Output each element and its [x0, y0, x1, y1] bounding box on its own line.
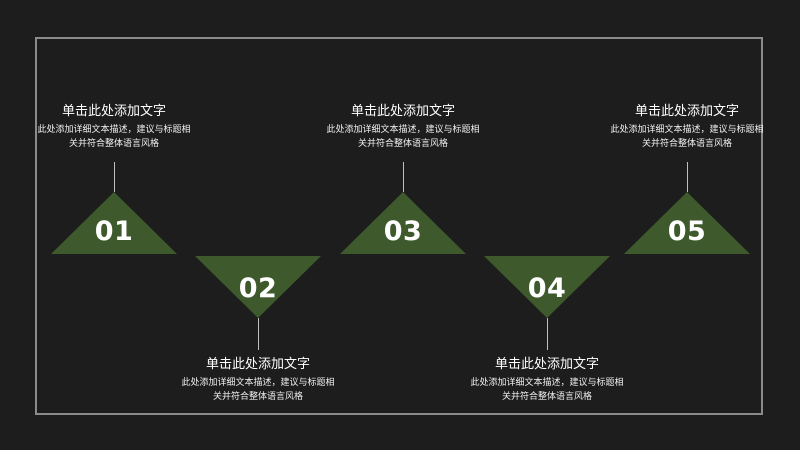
step-2-title: 单击此处添加文字 — [205, 357, 310, 372]
step-4-number: 04 — [527, 273, 567, 304]
step-2-text: 单击此处添加文字 此处添加详细文本描述，建议与标题相 关并符合整体语言风格 — [163, 356, 353, 404]
step-4-text: 单击此处添加文字 此处添加详细文本描述，建议与标题相 关并符合整体语言风格 — [452, 356, 642, 404]
step-5-connector — [687, 162, 688, 192]
step-3-title: 单击此处添加文字 — [350, 104, 455, 119]
step-4-desc-line2: 关并符合整体语言风格 — [501, 392, 592, 402]
step-5-title: 单击此处添加文字 — [634, 104, 739, 119]
step-1-number: 01 — [94, 216, 134, 247]
step-3-desc-line1: 此处添加详细文本描述，建议与标题相 — [326, 125, 480, 135]
step-1-connector — [114, 162, 115, 192]
step-3-text: 单击此处添加文字 此处添加详细文本描述，建议与标题相 关并符合整体语言风格 — [308, 103, 498, 151]
step-5-desc-line1: 此处添加详细文本描述，建议与标题相 — [610, 125, 764, 135]
step-5-number: 05 — [667, 216, 707, 247]
step-1-title: 单击此处添加文字 — [61, 104, 166, 119]
slide-frame — [35, 37, 763, 415]
step-5-text: 单击此处添加文字 此处添加详细文本描述，建议与标题相 关并符合整体语言风格 — [592, 103, 782, 151]
step-5-desc-line2: 关并符合整体语言风格 — [641, 139, 732, 149]
step-5-triangle — [624, 192, 750, 254]
step-2-number: 02 — [238, 273, 278, 304]
step-3-connector — [403, 162, 404, 192]
step-2-triangle — [195, 256, 321, 318]
step-4-triangle — [484, 256, 610, 318]
step-1-triangle — [51, 192, 177, 254]
step-3-desc-line2: 关并符合整体语言风格 — [357, 139, 448, 149]
step-4-desc-line1: 此处添加详细文本描述，建议与标题相 — [470, 378, 624, 388]
step-2-connector — [258, 318, 259, 350]
step-1-desc-line2: 关并符合整体语言风格 — [68, 139, 159, 149]
step-4-connector — [547, 318, 548, 350]
step-3-number: 03 — [383, 216, 423, 247]
step-3-triangle — [340, 192, 466, 254]
step-1-desc-line1: 此处添加详细文本描述，建议与标题相 — [37, 125, 191, 135]
step-2-desc-line2: 关并符合整体语言风格 — [212, 392, 303, 402]
step-1-text: 单击此处添加文字 此处添加详细文本描述，建议与标题相 关并符合整体语言风格 — [19, 103, 209, 151]
step-4-title: 单击此处添加文字 — [494, 357, 599, 372]
step-2-desc-line1: 此处添加详细文本描述，建议与标题相 — [181, 378, 335, 388]
